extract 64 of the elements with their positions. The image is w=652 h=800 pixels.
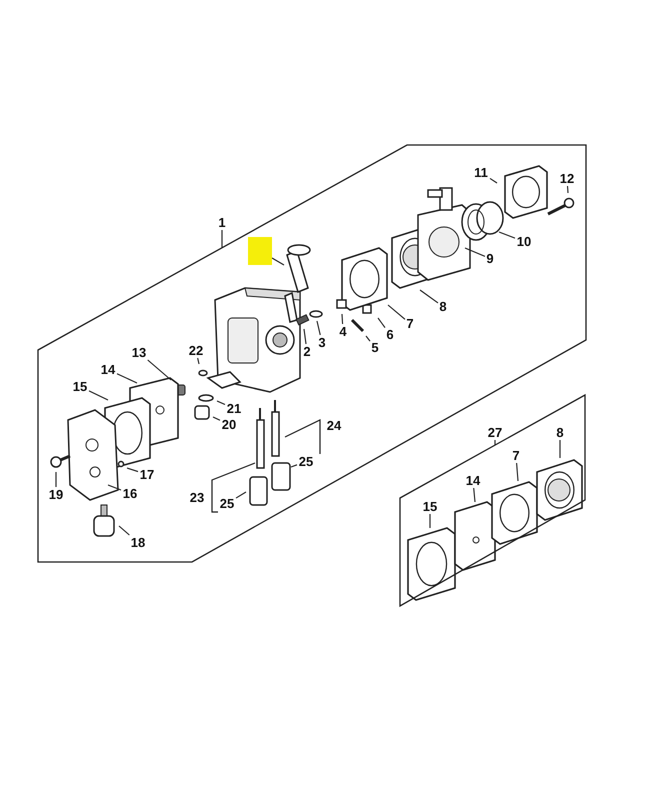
leader-line <box>559 440 561 458</box>
highlight-block <box>248 237 272 265</box>
leader-line <box>147 360 172 380</box>
callout-number: 17 <box>138 467 156 482</box>
callout-number: 5 <box>370 340 380 355</box>
callout-number: 6 <box>385 327 395 342</box>
leader-line <box>388 304 406 320</box>
leader-line <box>341 314 344 324</box>
callout-number: 25 <box>297 454 315 469</box>
callout-number: 15 <box>421 499 439 514</box>
leader-line <box>290 464 298 468</box>
leader-line <box>494 440 496 445</box>
callout-number: 8 <box>555 425 565 440</box>
callout-number: 23 <box>188 490 206 505</box>
callout-number: 16 <box>121 486 139 501</box>
leader-line <box>221 230 223 248</box>
callout-number: 11 <box>472 165 490 180</box>
callout-number: 7 <box>405 316 415 331</box>
leader-line <box>55 472 57 487</box>
callout-number: 7 <box>511 448 521 463</box>
leader-line <box>197 358 200 364</box>
leader-line <box>429 514 431 528</box>
leader-line <box>473 488 476 502</box>
leader-line <box>464 248 486 257</box>
callout-number: 13 <box>130 345 148 360</box>
callout-number: 21 <box>225 401 243 416</box>
callout-number: 3 <box>317 335 327 350</box>
callout-number: 12 <box>558 171 576 186</box>
leader-line <box>236 492 246 499</box>
leader-line <box>490 178 498 184</box>
callout-number: 18 <box>129 535 147 550</box>
callout-number: 25 <box>218 496 236 511</box>
leader-line <box>366 336 370 342</box>
leader-line <box>566 186 569 194</box>
leader-line <box>272 258 284 266</box>
leader-line <box>212 416 220 421</box>
group-frame <box>400 395 586 606</box>
callout-number: 14 <box>99 362 117 377</box>
callout-number: 27 <box>486 425 504 440</box>
callout-number: 14 <box>464 473 482 488</box>
leader-line <box>116 373 138 384</box>
leader-line <box>516 462 519 482</box>
callout-number: 15 <box>71 379 89 394</box>
callout-number: 24 <box>325 418 343 433</box>
leader-line <box>420 290 438 304</box>
callout-number: 9 <box>485 251 495 266</box>
group-frame <box>38 145 586 562</box>
callout-number: 20 <box>220 417 238 432</box>
callout-number: 10 <box>515 234 533 249</box>
leader-line <box>316 320 321 336</box>
callout-number: 22 <box>187 343 205 358</box>
leader-line <box>303 328 307 344</box>
leader-line <box>378 318 386 328</box>
leader-line <box>498 231 516 239</box>
leader-line <box>216 400 226 406</box>
callout-number: 19 <box>47 487 65 502</box>
callout-number: 2 <box>302 344 312 359</box>
leader-line <box>108 484 122 491</box>
callout-number: 8 <box>438 299 448 314</box>
leader-line <box>126 467 138 472</box>
leader-line <box>88 390 108 400</box>
callout-number: 4 <box>338 324 348 339</box>
callout-number: 1 <box>217 215 227 230</box>
leader-line <box>118 526 130 536</box>
